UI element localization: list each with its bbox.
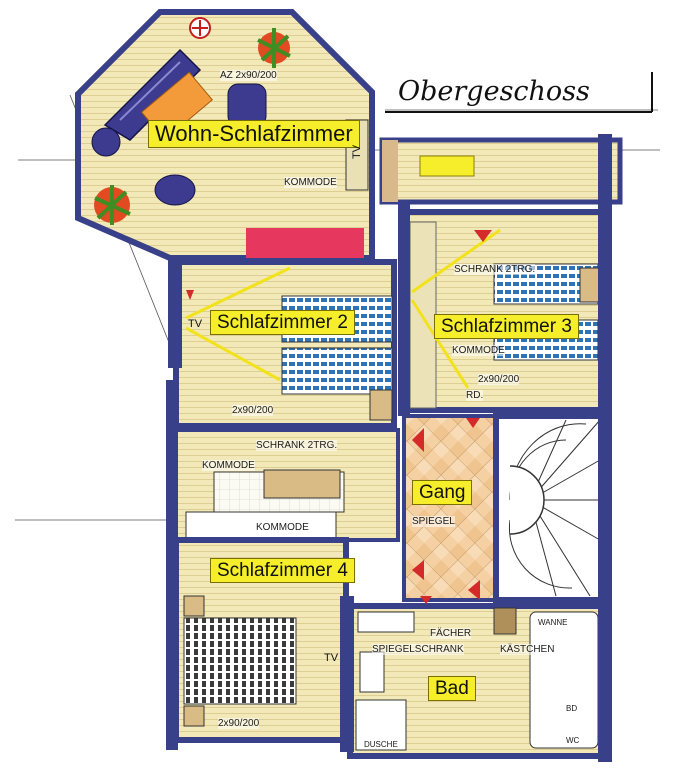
plant-left — [94, 185, 131, 225]
note-bed-4: 2x90/200 — [218, 718, 260, 729]
label-bad: Bad — [428, 676, 476, 701]
note-spiegel: SPIEGEL — [412, 516, 455, 527]
room-schlafzimmer-2 — [173, 259, 397, 429]
plant-top — [257, 28, 291, 68]
note-kommode-4: KOMMODE — [256, 522, 309, 533]
tv-schlafzimmer-2: TV — [188, 318, 203, 330]
note-spiegelschrank: SPIEGELSCHRANK — [372, 644, 464, 655]
label-schlafzimmer-4: Schlafzimmer 4 — [210, 558, 355, 583]
label-wohn-schlafzimmer: Wohn-Schlafzimmer — [148, 120, 360, 148]
label-schlafzimmer-2: Schlafzimmer 2 — [210, 310, 355, 335]
note-faecher: FÄCHER — [430, 628, 472, 639]
door-markers — [186, 230, 492, 604]
note-kommode-3: KOMMODE — [452, 345, 505, 356]
note-schrank-3: SCHRANK 2TRG. — [454, 264, 536, 275]
label-gang: Gang — [412, 480, 473, 505]
tv-schlafzimmer-4: TV — [324, 652, 339, 664]
bed-schlafzimmer-4 — [183, 617, 297, 705]
note-wanne: WANNE — [538, 618, 568, 627]
note-schrank-2: SCHRANK 2TRG. — [256, 440, 338, 451]
light-rays — [185, 228, 501, 389]
heading-rule — [385, 72, 653, 113]
room-bad — [347, 603, 607, 759]
note-kaestchen: KÄSTCHEN — [500, 644, 555, 655]
note-bed-3: 2x90/200 — [478, 374, 520, 385]
stair-opening — [246, 228, 364, 258]
label-schlafzimmer-3: Schlafzimmer 3 — [434, 314, 579, 339]
staircase — [493, 413, 609, 603]
floor-title: Obergeschoss — [398, 76, 590, 107]
armchair — [154, 174, 196, 206]
note-bd: BD — [566, 704, 578, 713]
outer-walls — [166, 134, 612, 762]
tv-wohn: TV — [351, 144, 364, 160]
room-schlafzimmer-3 — [401, 209, 605, 413]
note-dusche: DUSCHE — [364, 740, 398, 749]
note-rd: RD. — [466, 390, 484, 401]
armchair — [91, 127, 121, 157]
note-wc: WC — [566, 736, 580, 745]
room-gang — [402, 414, 498, 602]
balcony — [379, 137, 623, 205]
note-az: AZ 2x90/200 — [220, 70, 277, 81]
note-bed-2: 2x90/200 — [232, 405, 274, 416]
note-kommode-corridor: KOMMODE — [202, 460, 255, 471]
note-kommode-wohn: KOMMODE — [284, 177, 337, 188]
sofa — [103, 48, 267, 141]
room-wohn-schlafzimmer — [75, 9, 375, 261]
